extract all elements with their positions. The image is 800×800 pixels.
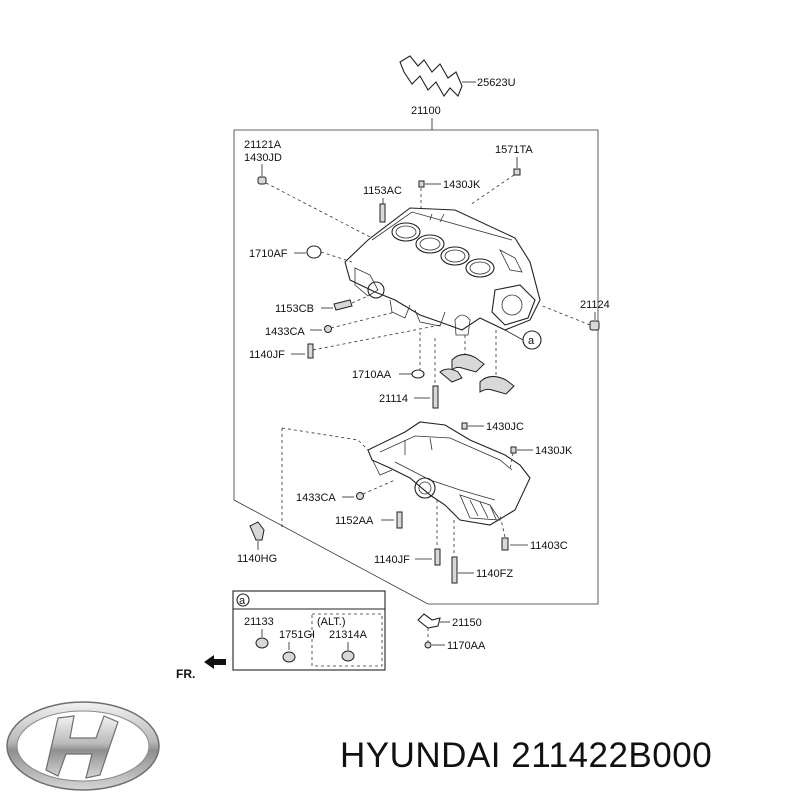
label-21133: 21133 — [244, 616, 274, 628]
label-1710AF: 1710AF — [249, 248, 288, 260]
inset-header-a: a — [239, 595, 246, 607]
bolt-1170AA-icon — [424, 641, 432, 649]
label-1140JF-top: 1140JF — [249, 349, 285, 361]
bolt-1140JF-bottom-icon — [434, 548, 441, 566]
callout-a-label: a — [528, 335, 535, 347]
label-1430JC: 1430JC — [486, 421, 524, 433]
label-1433CA-top: 1433CA — [265, 326, 305, 338]
label-1751GI: 1751GI — [279, 629, 315, 641]
ladder-frame — [367, 421, 531, 526]
bearing-21133-icon — [255, 637, 269, 649]
label-1430JK-top: 1430JK — [443, 179, 481, 191]
dowel-21124-icon — [589, 320, 600, 331]
label-1170AA: 1170AA — [447, 640, 486, 652]
front-direction-label: FR. — [176, 667, 195, 681]
dowel-1430JK-top-icon — [418, 180, 425, 188]
label-1710AA: 1710AA — [352, 369, 392, 381]
label-1140FZ: 1140FZ — [476, 568, 513, 580]
label-1153CB: 1153CB — [275, 303, 314, 315]
gasket-25623U — [399, 55, 476, 97]
plug-1153AC-icon — [379, 203, 386, 223]
label-1140HG: 1140HG — [237, 553, 277, 565]
label-21150: 21150 — [452, 617, 482, 629]
label-21124: 21124 — [580, 299, 610, 311]
plug-1571TA-icon — [513, 168, 521, 176]
oring-1710AF-icon — [306, 245, 322, 259]
bearing-caps — [439, 330, 515, 395]
assembly-frame — [233, 129, 599, 605]
dowel-1430JC-icon — [461, 422, 468, 430]
bolt-1433CA-bottom-icon — [356, 492, 364, 500]
label-alt: (ALT.) — [317, 616, 346, 628]
cylinder-block — [344, 207, 541, 336]
oring-1710AA-icon — [411, 369, 425, 379]
bolt-1140JF-top-icon — [307, 343, 314, 359]
label-25623U: 25623U — [477, 77, 516, 89]
bolt-1140HG-icon — [249, 521, 265, 541]
brand-part-number: HYUNDAI 211422B000 — [340, 736, 713, 775]
dowel-1430JK-bottom-icon — [510, 446, 517, 454]
label-11403C: 11403C — [530, 540, 568, 552]
bearing-1751GI-icon — [282, 651, 296, 663]
label-1571TA: 1571TA — [495, 144, 533, 156]
label-1153AC: 1153AC — [363, 185, 402, 197]
bolt-21114-icon — [432, 385, 439, 409]
dowel-21121A-icon — [257, 176, 267, 185]
hyundai-logo-icon — [6, 701, 160, 791]
label-21314A: 21314A — [329, 629, 368, 641]
front-arrow-icon — [204, 655, 226, 669]
bolt-11403C-icon — [501, 537, 509, 551]
label-1152AA: 1152AA — [335, 515, 374, 527]
label-21114: 21114 — [379, 393, 408, 405]
label-21100: 21100 — [411, 105, 441, 117]
plug-1153CB-icon — [333, 299, 353, 311]
oil-jet-21150-icon — [417, 613, 441, 629]
label-1140JF-bottom: 1140JF — [374, 554, 410, 566]
label-21121A: 21121A — [244, 139, 282, 151]
bearing-21314A-icon — [341, 650, 355, 662]
inset-box-a — [232, 590, 386, 671]
bolt-1140FZ-icon — [451, 556, 458, 584]
bolt-1433CA-top-icon — [324, 325, 332, 333]
label-1433CA-bottom: 1433CA — [296, 492, 336, 504]
label-1430JD: 1430JD — [244, 152, 282, 164]
plug-1152AA-icon — [396, 511, 403, 529]
label-1430JK-bottom: 1430JK — [535, 445, 573, 457]
